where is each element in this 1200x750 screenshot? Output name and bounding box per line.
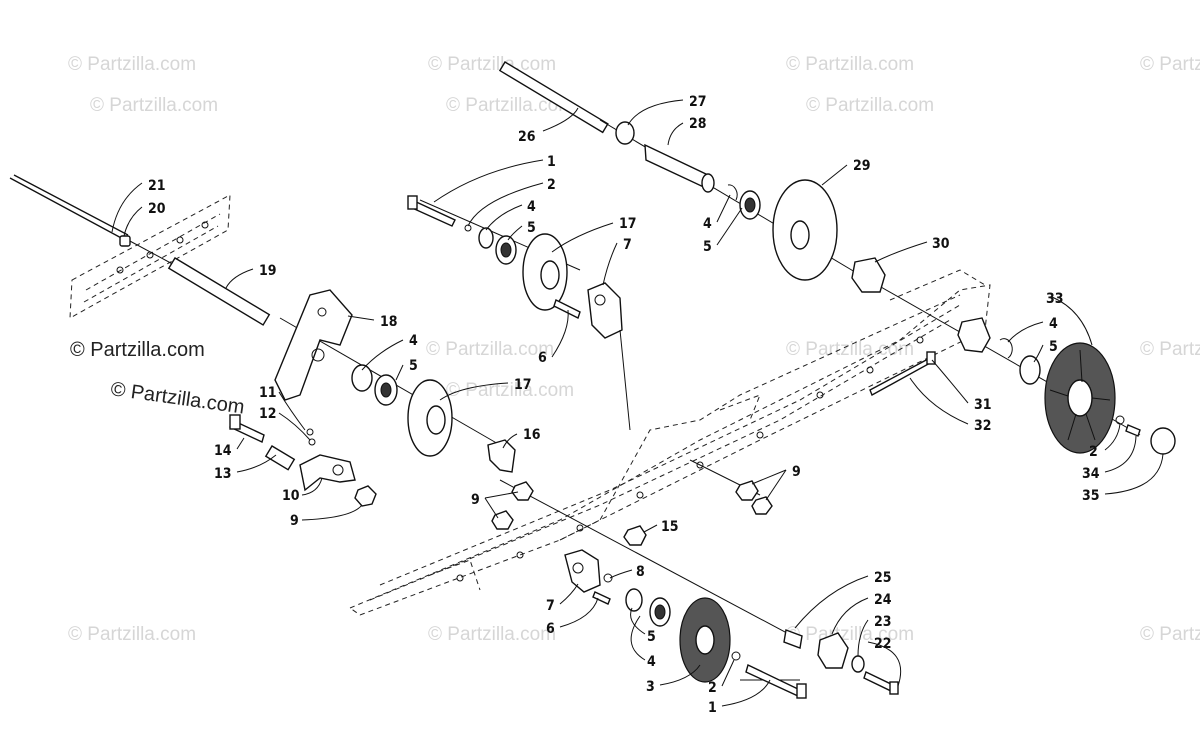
callout-label: 1 [547,154,556,170]
callout-label: 35 [1082,488,1100,504]
callout-label: 26 [518,129,536,145]
parts [119,121,1176,699]
callout-label: 5 [703,239,712,255]
left-rail-section [69,194,231,319]
callout-label: 8 [636,564,645,580]
callout-label: 18 [380,314,398,330]
callout-label: 16 [523,427,541,443]
callout-label: 4 [1049,316,1058,332]
watermark-layer: © Partzilla.com © Partzilla.com © Partzi… [68,54,1200,645]
watermark-text: © Partzilla.com [786,54,914,75]
watermark-text: © Partzilla.com [68,54,196,75]
callout-label: 4 [647,654,656,670]
callout-label: 17 [514,377,532,393]
watermark-text: © Partzilla.com [786,624,914,645]
callout-label: 12 [259,406,277,422]
watermark-text: © Partzilla.com [428,54,556,75]
watermark-text-prominent: © Partzilla.com [109,378,246,419]
callout-label: 4 [409,333,418,349]
watermark-text: © Partzilla.com [786,339,914,360]
callout-label: 28 [689,116,707,132]
callout-label: 23 [874,614,892,630]
callout-label: 21 [148,178,166,194]
callout-label: 27 [689,94,707,110]
callout-label: 6 [538,350,547,366]
callout-label: 31 [974,397,992,413]
watermark-text: © Partzilla.com [68,624,196,645]
callout-label: 22 [874,636,892,652]
callout-label: 1 [708,700,717,716]
watermark-text-prominent: © Partzilla.com [70,339,205,361]
callout-label: 19 [259,263,277,279]
callout-label: 4 [527,199,536,215]
callout-label: 7 [546,598,555,614]
callout-label: 9 [290,513,299,529]
callout-label: 3 [646,679,655,695]
callout-label: 10 [282,488,300,504]
callout-label: 29 [853,158,871,174]
main-slide-rail [348,269,991,616]
callout-label: 2 [1089,444,1098,460]
callout-label: 2 [547,177,556,193]
callout-label: 15 [661,519,679,535]
shafts [9,61,1141,681]
callout-label: 5 [409,358,418,374]
callout-label: 20 [148,201,166,217]
callout-label: 5 [647,629,656,645]
callout-label: 5 [1049,339,1058,355]
callout-label: 6 [546,621,555,637]
watermark-text: © Partzilla.com [1140,54,1200,75]
callout-label: 13 [214,466,232,482]
watermark-text: © Partzilla.com [806,95,934,116]
callout-label: 11 [259,385,277,401]
watermark-text: © Partzilla.com [1140,624,1200,645]
watermark-text: © Partzilla.com [446,95,574,116]
watermark-text: © Partzilla.com [428,624,556,645]
callout-label: 7 [623,237,632,253]
callout-label: 2 [708,680,717,696]
callout-label: 9 [792,464,801,480]
watermark-text: © Partzilla.com [1140,339,1200,360]
callout-label: 14 [214,443,232,459]
watermark-text: © Partzilla.com [426,339,554,360]
callout-labels: 21 20 19 18 4 5 17 11 12 14 13 10 9 16 2… [148,94,1100,716]
callout-label: 4 [703,216,712,232]
callout-label: 9 [471,492,480,508]
callout-label: 25 [874,570,892,586]
callout-label: 32 [974,418,992,434]
leader-lines [111,99,1164,707]
callout-label: 24 [874,592,892,608]
watermark-text: © Partzilla.com [446,380,574,401]
callout-label: 5 [527,220,536,236]
callout-label: 30 [932,236,950,252]
watermark-text: © Partzilla.com [90,95,218,116]
callout-label: 17 [619,216,637,232]
callout-label: 34 [1082,466,1100,482]
callout-label: 33 [1046,291,1064,307]
